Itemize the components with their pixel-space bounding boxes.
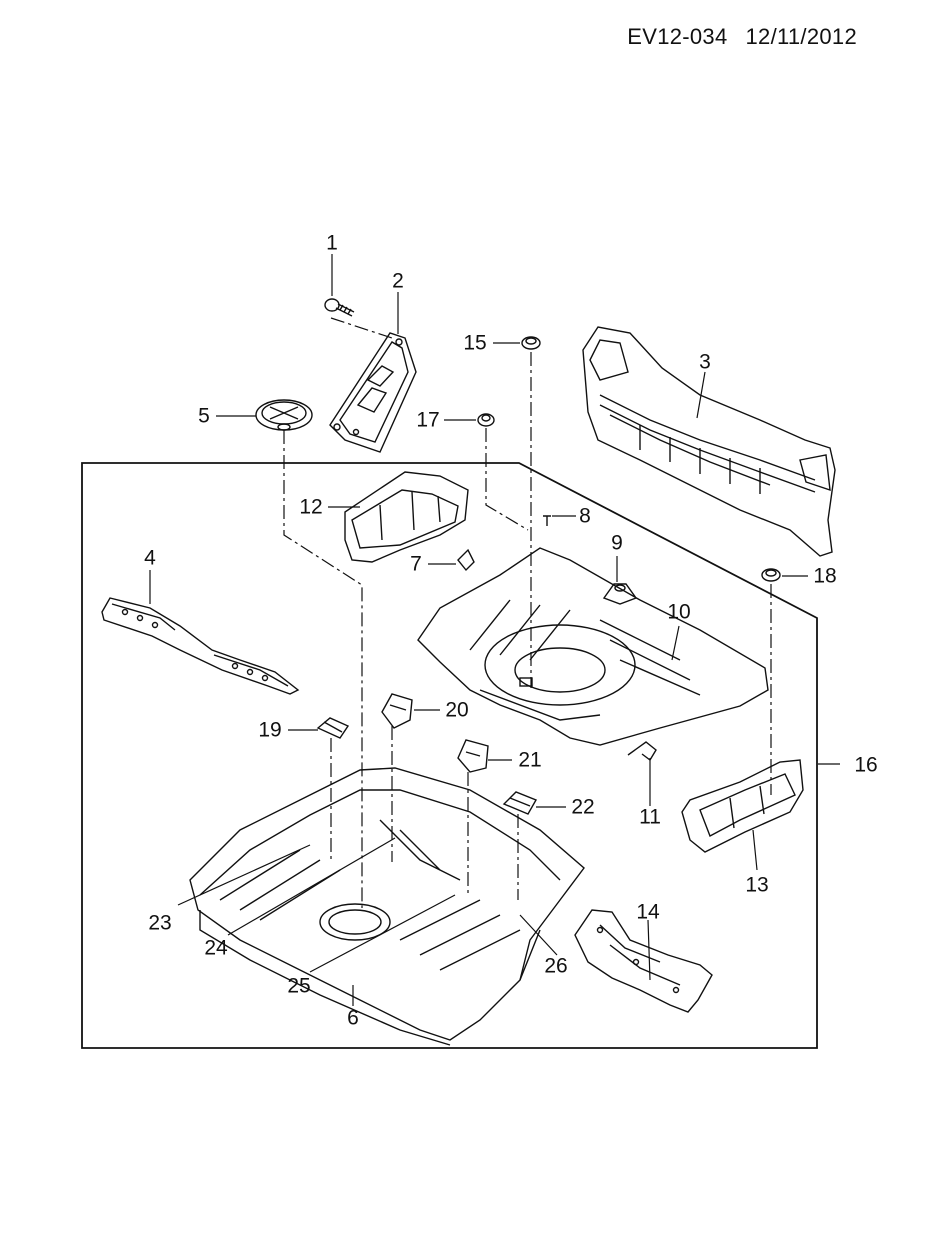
alignment-lines	[283, 317, 772, 908]
callout-5: 5	[198, 404, 210, 428]
part-clip-7	[457, 548, 475, 572]
callout-25: 25	[287, 974, 311, 998]
callout-19: 19	[258, 718, 282, 742]
diagram-code: EV12-034	[627, 24, 728, 49]
callout-12: 12	[299, 495, 323, 519]
part-clip-11	[627, 741, 657, 762]
callout-18: 18	[813, 564, 837, 588]
callout-22: 22	[571, 795, 595, 819]
part-bracket-20	[381, 693, 413, 729]
callout-26: 26	[544, 954, 568, 978]
callout-21: 21	[518, 748, 542, 772]
part-grommet-17	[477, 413, 495, 427]
part-rear-floor-6	[189, 767, 585, 1046]
part-rear-panel-3	[582, 326, 836, 557]
part-bracket-13	[681, 759, 804, 853]
part-bracket-22	[502, 791, 538, 815]
part-rail-4	[101, 597, 300, 695]
callout-8: 8	[579, 504, 591, 528]
callout-15: 15	[463, 331, 487, 355]
callout-17: 17	[416, 408, 440, 432]
callout-24: 24	[204, 936, 228, 960]
callout-23: 23	[148, 911, 172, 935]
callout-6: 6	[347, 1006, 359, 1030]
callout-13: 13	[745, 873, 769, 897]
callout-14: 14	[636, 900, 660, 924]
leader-lines	[149, 254, 840, 1006]
part-bracket-19	[316, 717, 350, 739]
part-crossmember-12	[344, 471, 469, 563]
part-plug-5	[255, 399, 313, 431]
part-bracket-21	[457, 739, 489, 773]
part-screw-8	[543, 515, 551, 526]
callout-11: 11	[639, 805, 661, 829]
callout-7: 7	[410, 552, 422, 576]
part-bracket-2	[329, 332, 417, 453]
callout-3: 3	[699, 350, 711, 374]
part-grommet-15	[521, 336, 541, 350]
callout-2: 2	[392, 269, 404, 293]
callout-20: 20	[445, 698, 469, 722]
part-bracket-14	[574, 909, 713, 1013]
part-grommet-18	[761, 568, 781, 582]
callout-9: 9	[611, 531, 623, 555]
assembly-boundary	[81, 462, 818, 1049]
callout-10: 10	[667, 600, 691, 624]
part-bolt-1	[324, 298, 355, 317]
part-grommet-9	[602, 583, 638, 605]
callout-16: 16	[854, 753, 878, 777]
diagram-header: EV12-034 12/11/2012	[627, 24, 857, 50]
part-spare-wheel-pan-10	[417, 547, 769, 746]
callout-4: 4	[144, 546, 156, 570]
diagram-date: 12/11/2012	[745, 24, 857, 49]
callout-1: 1	[326, 231, 338, 255]
